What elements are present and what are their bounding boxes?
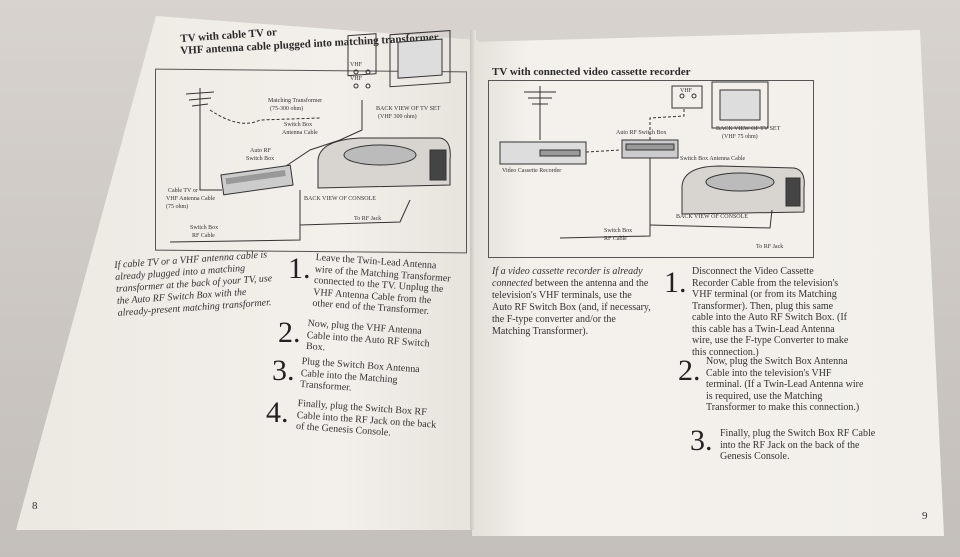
vhf-antenna-cable bbox=[199, 160, 222, 191]
right-label-vhf: VHF bbox=[680, 88, 693, 94]
right-diagram-frame bbox=[488, 80, 814, 258]
right-label-to-rf-jack: To RF Jack bbox=[756, 244, 784, 250]
left-step-4-number: 4. bbox=[266, 396, 289, 429]
right-step-2-number: 2. bbox=[678, 354, 701, 387]
left-page-number: 8 bbox=[32, 500, 38, 512]
right-label-back-view-tv: BACK VIEW OF TV SET bbox=[716, 126, 781, 132]
right-label-back-view-console: BACK VIEW OF CONSOLE bbox=[676, 214, 748, 220]
rf-jack-cable bbox=[299, 199, 411, 226]
console-icon bbox=[317, 137, 451, 189]
right-switch-box-rf-cable bbox=[559, 158, 651, 239]
right-step-3-text: Finally, plug the Switch Box RF Cable in… bbox=[720, 428, 876, 462]
right-page-number: 9 bbox=[922, 510, 928, 522]
left-label-switch-box-rf-1: Switch Box bbox=[190, 225, 219, 231]
left-label-back-view-tv-ohm: (VHF 300 ohm) bbox=[378, 114, 417, 120]
right-intro-note-rest: between the antenna and the television's… bbox=[492, 278, 651, 337]
left-step-3-number: 3. bbox=[272, 354, 295, 387]
left-label-matching-transformer-ohm: (75-300 ohm) bbox=[270, 106, 304, 112]
right-auto-rf-switch-box-icon bbox=[621, 139, 679, 159]
right-label-auto-rf-switch-box: Auto RF Switch Box bbox=[616, 130, 667, 136]
booklet-spine bbox=[470, 30, 476, 530]
right-step-1-text: Disconnect the Video Cassette Recorder C… bbox=[692, 266, 849, 358]
switch-box-rf-cable bbox=[169, 190, 301, 243]
right-heading: TV with connected video cassette recorde… bbox=[492, 66, 691, 78]
right-label-switch-box-antenna-cable: Switch Box Antenna Cable bbox=[680, 156, 746, 162]
right-console-icon bbox=[681, 165, 805, 215]
right-label-switch-box-rf-1: Switch Box bbox=[604, 228, 633, 234]
vcr-cable bbox=[585, 149, 621, 153]
right-switch-box-antenna-cable bbox=[649, 108, 685, 140]
left-label-cable-tv-3: (75 ohm) bbox=[166, 204, 189, 210]
right-step-3-number: 3. bbox=[690, 424, 713, 457]
left-label-to-rf-jack: To RF Jack bbox=[354, 216, 382, 222]
right-antenna-icon bbox=[524, 86, 556, 140]
left-label-auto-rf-1: Auto RF bbox=[250, 148, 271, 154]
left-label-vhf-bottom: VHF bbox=[350, 76, 363, 82]
left-step-1-number: 1. bbox=[288, 252, 311, 285]
left-label-auto-rf-2: Switch Box bbox=[246, 156, 275, 162]
right-page bbox=[472, 30, 944, 536]
right-label-back-view-tv-ohm: (VHF 75 ohm) bbox=[722, 134, 758, 140]
left-label-switch-box-antenna-2: Antenna Cable bbox=[282, 130, 318, 136]
left-label-switch-box-antenna-1: Switch Box bbox=[284, 122, 313, 128]
switch-box-antenna-cable bbox=[279, 100, 363, 171]
left-label-vhf-top: VHF bbox=[350, 62, 363, 68]
right-step-1-number: 1. bbox=[664, 266, 687, 299]
auto-rf-switch-box-icon bbox=[220, 164, 294, 196]
left-label-switch-box-rf-2: RF Cable bbox=[192, 233, 215, 239]
twin-lead-wire bbox=[209, 109, 321, 124]
right-label-vcr: Video Cassette Recorder bbox=[502, 168, 562, 174]
right-step-2-text: Now, plug the Switch Box Antenna Cable i… bbox=[706, 356, 864, 413]
left-label-back-view-tv: BACK VIEW OF TV SET bbox=[376, 106, 441, 112]
right-rf-jack-cable bbox=[649, 209, 773, 229]
left-label-back-view-console: BACK VIEW OF CONSOLE bbox=[304, 196, 376, 202]
antenna-icon bbox=[185, 88, 215, 160]
right-label-switch-box-rf-2: RF Cable bbox=[604, 236, 627, 242]
left-label-cable-tv-1: Cable TV or bbox=[168, 188, 198, 194]
right-tv-set-icon bbox=[671, 81, 769, 129]
left-label-cable-tv-2: VHF Antenna Cable bbox=[166, 196, 215, 202]
right-intro-note-italic: If a video cassette recorder is already … bbox=[492, 266, 643, 289]
left-label-matching-transformer: Matching Transformer bbox=[268, 98, 323, 104]
left-step-2-number: 2. bbox=[278, 316, 301, 349]
vcr-icon bbox=[499, 141, 587, 165]
tv-set-icon bbox=[347, 29, 451, 89]
right-intro-note: If a video cassette recorder is already … bbox=[492, 266, 652, 338]
